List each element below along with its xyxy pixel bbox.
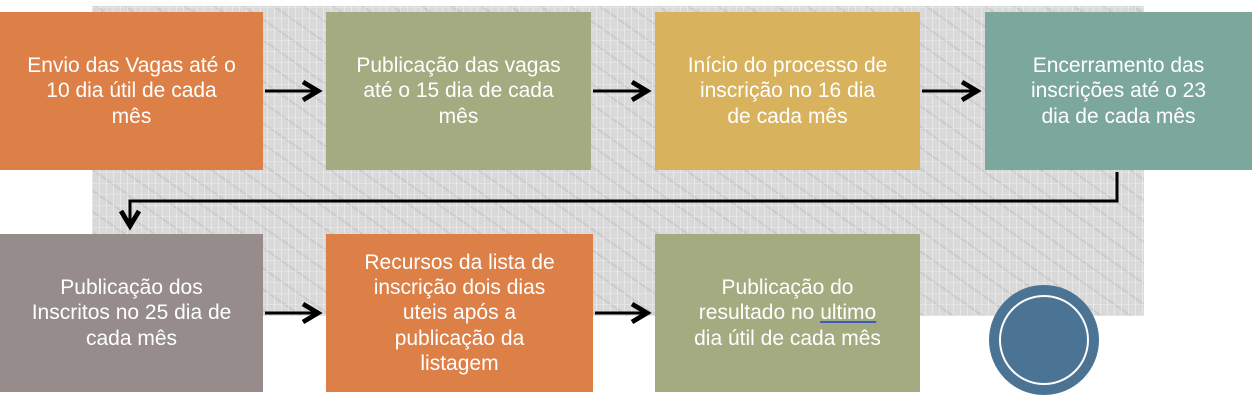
decorative-circle-ring — [999, 295, 1089, 385]
step-7-line-3: dia útil de cada mês — [694, 326, 881, 350]
step-2-line-3: mês — [438, 104, 479, 128]
step-6-line-4: publicação da — [394, 326, 525, 350]
step-7-line-2: resultado no ultimo — [694, 300, 881, 325]
step-5-line-1: Publicação dos — [60, 276, 203, 300]
step-6-recursos-lista: Recursos da lista de inscrição dois dias… — [326, 234, 593, 392]
step-4-encerramento-inscricoes: Encerramento das inscrições até o 23 dia… — [985, 12, 1252, 170]
step-4-line-1: Encerramento das — [1032, 54, 1205, 78]
step-5-line-2: Inscritos no 25 dia de — [31, 301, 232, 325]
step-6-line-5: listagem — [420, 351, 499, 375]
step-7-line-2-text: resultado no — [698, 301, 821, 325]
step-7-line-1: Publicação do — [721, 276, 854, 300]
step-6-line-2: inscrição dois dias — [373, 276, 546, 300]
step-2-line-2: até o 15 dia de cada — [363, 79, 554, 103]
step-3-line-1: Início do processo de — [687, 54, 888, 78]
arrow-4-to-5 — [118, 172, 1119, 231]
step-7-underlined-word: ultimo — [820, 301, 877, 325]
step-1-line-3: mês — [111, 104, 152, 128]
step-2-publicacao-vagas: Publicação das vagas até o 15 dia de cad… — [326, 12, 591, 170]
step-6-line-1: Recursos da lista de — [364, 251, 555, 275]
step-3-line-3: de cada mês — [727, 104, 848, 128]
step-3-inicio-inscricao: Início do processo de inscrição no 16 di… — [655, 12, 920, 170]
step-1-envio-vagas: Envio das Vagas até o 10 dia útil de cad… — [0, 12, 263, 170]
step-5-publicacao-inscritos: Publicação dos Inscritos no 25 dia de ca… — [0, 234, 263, 392]
step-7-publicacao-resultado: Publicação do resultado no ultimo dia út… — [655, 234, 920, 392]
step-2-line-1: Publicação das vagas — [356, 54, 561, 78]
step-3-line-2: inscrição no 16 dia — [699, 79, 876, 103]
background-texture-panel — [92, 6, 1144, 316]
step-1-line-2: 10 dia útil de cada — [46, 79, 217, 103]
step-1-line-1: Envio das Vagas até o — [27, 54, 236, 78]
step-6-line-3: uteis após a — [402, 301, 517, 325]
step-4-line-3: dia de cada mês — [1041, 104, 1196, 128]
step-4-line-2: inscrições até o 23 — [1030, 79, 1207, 103]
step-5-line-3: cada mês — [85, 326, 178, 350]
